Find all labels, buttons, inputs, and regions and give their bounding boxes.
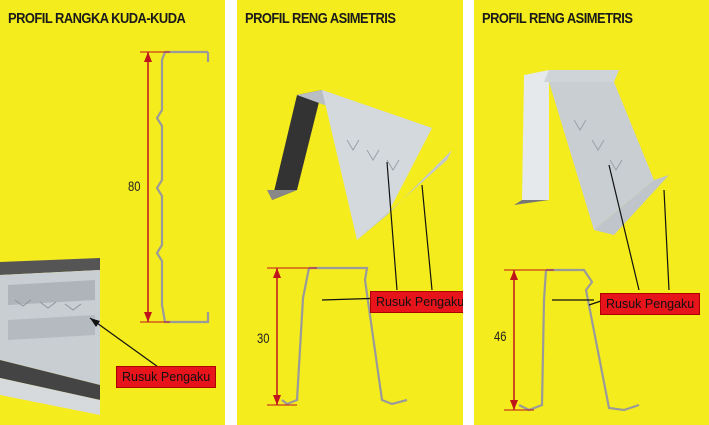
panel-reng-asimetris-2: PROFIL RENG ASIMETRIS 46 Rusuk Pengaku: [474, 0, 709, 425]
callout-pointer: [89, 317, 166, 373]
panel-title: PROFIL RENG ASIMETRIS: [245, 10, 396, 27]
steel-profile-image: [267, 90, 452, 240]
dimension-label: 46: [494, 328, 507, 344]
profile-diagram-reng-30: [267, 90, 452, 406]
callout-label: Rusuk Pengaku: [116, 366, 217, 388]
profile-diagram-reng-46: [504, 70, 670, 412]
dimension-label: 80: [128, 178, 141, 194]
panel-reng-asimetris-1: PROFIL RENG ASIMETRIS 30 Rusuk Pengaku: [237, 0, 463, 425]
c-profile-section: [155, 50, 210, 324]
steel-profile-image: [514, 70, 669, 235]
callout-label: Rusuk Pengaku: [600, 293, 701, 315]
panel-rangka-kuda-kuda: PROFIL RANGKA KUDA-KUDA 80 Rusuk Pengaku: [0, 0, 225, 425]
dimension-label: 30: [257, 330, 270, 346]
reng-profile-section: [281, 266, 408, 406]
panel-title: PROFIL RANGKA KUDA-KUDA: [8, 10, 186, 27]
profile-diagram-kuda-kuda: [0, 50, 210, 415]
callout-label: Rusuk Pengaku: [370, 291, 463, 313]
reng-profile-section: [518, 268, 640, 412]
steel-profile-image: [0, 258, 100, 415]
panel-title: PROFIL RENG ASIMETRIS: [482, 10, 633, 27]
